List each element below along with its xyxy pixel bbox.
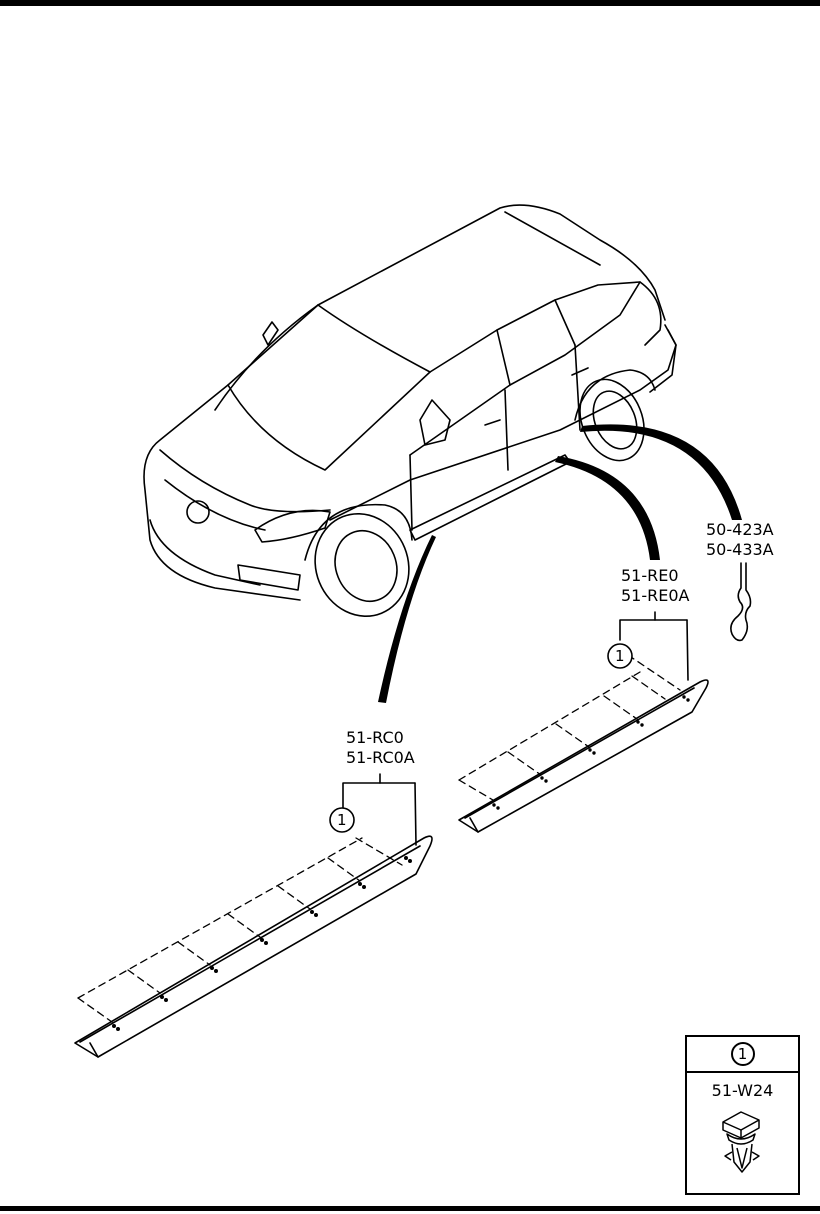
callout-rocker-right-line1: 51-RE0 — [621, 566, 679, 585]
bottom-border — [0, 1206, 820, 1211]
seal-part — [730, 562, 752, 642]
callout-seal-line2: 50-433A — [706, 540, 774, 559]
clip-dots — [492, 695, 690, 810]
callout-seal-line1: 50-423A — [706, 520, 774, 539]
marker-circle-right — [607, 643, 633, 669]
marker-circle-left — [329, 807, 355, 833]
marker-label-left: 1 — [337, 811, 347, 829]
leader-line-rocker-right — [555, 456, 660, 560]
marker-label-right: 1 — [615, 647, 625, 665]
legend-header: 1 — [687, 1037, 798, 1073]
clip-dots — [112, 855, 412, 1032]
top-border — [0, 0, 820, 6]
legend-part-code: 51-W24 — [711, 1081, 774, 1100]
callout-rocker-left-line1: 51-RC0 — [346, 728, 404, 747]
callout-rocker-right-line2: 51-RE0A — [621, 586, 690, 605]
callout-rocker-left-line2: 51-RC0A — [346, 748, 415, 767]
clip-fastener-illustration — [722, 1111, 760, 1173]
rocker-molding-right — [458, 611, 709, 833]
rocker-molding-left — [74, 773, 433, 1058]
leader-line-rocker-left — [378, 535, 436, 703]
vehicle-illustration — [143, 204, 677, 618]
legend-marker: 1 — [730, 1042, 755, 1066]
legend-box: 1 51-W24 — [685, 1035, 800, 1195]
leader-line-seal — [580, 424, 742, 520]
